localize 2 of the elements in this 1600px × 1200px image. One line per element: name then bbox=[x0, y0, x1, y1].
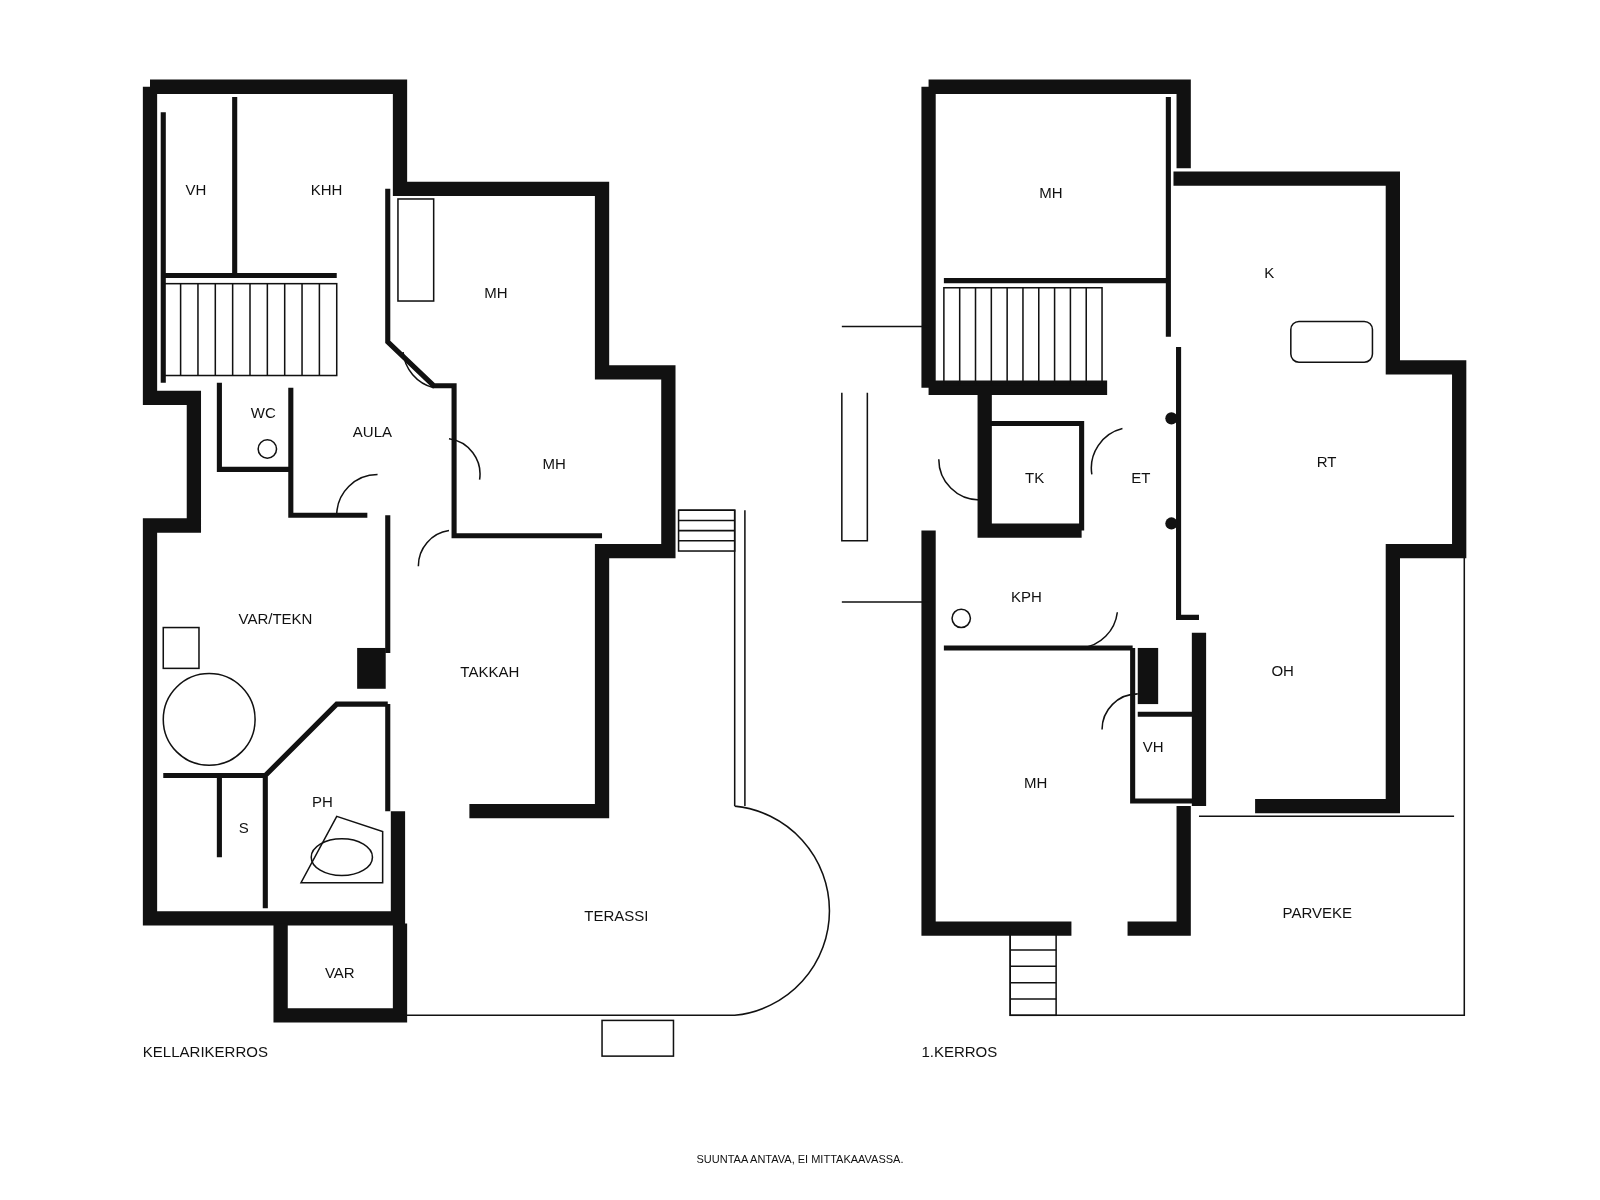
room-label: VAR/TEKN bbox=[238, 610, 313, 626]
note-text: SUUNTAA ANTAVA, EI MITTAKAAVASSA. bbox=[696, 1153, 904, 1165]
